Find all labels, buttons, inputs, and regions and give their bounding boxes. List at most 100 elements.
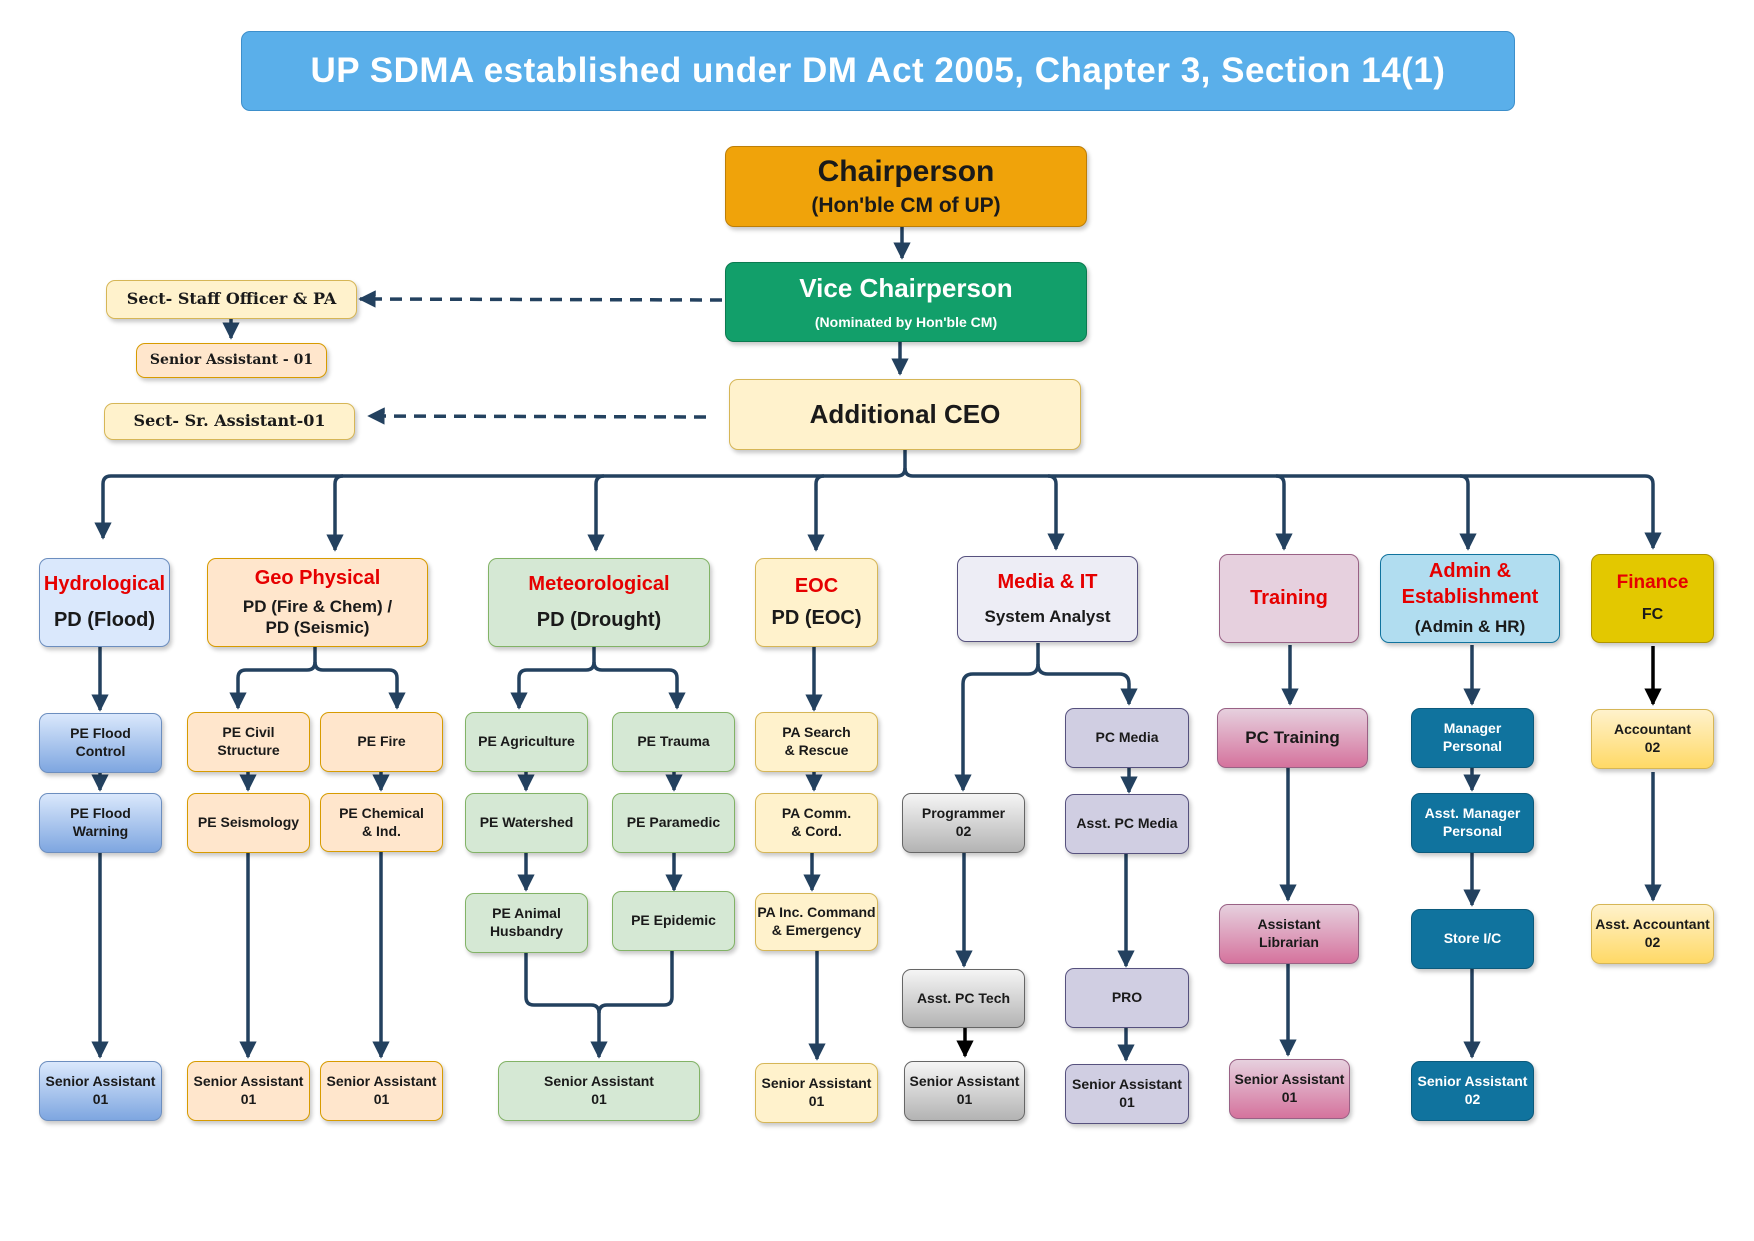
admin-senior-assistant-line-1: Senior Assistant	[1417, 1073, 1528, 1090]
asst-accountant-line-1: Asst. Accountant	[1595, 916, 1710, 933]
asst-manager-personal: Asst. Manager Personal	[1411, 793, 1534, 853]
vice-chairperson-box: Vice Chairperson (Nominated by Hon'ble C…	[725, 262, 1087, 342]
pe-flood-warning: PE Flood Warning	[39, 793, 162, 853]
pa-search-rescue: PA Search & Rescue	[755, 712, 878, 772]
geo-senior-assistant-a-line-1: Senior Assistant	[193, 1073, 304, 1090]
chairperson-box: Chairperson (Hon'ble CM of UP)	[725, 146, 1087, 227]
geo-senior-assistant-a-line-2: 01	[240, 1091, 257, 1107]
chairperson-subtitle: (Hon'ble CM of UP)	[811, 194, 1001, 218]
dept-admin-head: (Admin & HR)	[1414, 617, 1526, 637]
pe-agriculture-label: PE Agriculture	[478, 733, 575, 750]
geo-senior-assistant-a: Senior Assistant 01	[187, 1061, 310, 1121]
met-senior-assistant-line-1: Senior Assistant	[544, 1073, 654, 1090]
accountant-line-1: Accountant	[1614, 721, 1691, 738]
dept-training-name: Training	[1250, 586, 1328, 609]
dept-finance: Finance FC	[1591, 554, 1714, 643]
training-senior-assistant: Senior Assistant 01	[1229, 1059, 1350, 1119]
pe-flood-warning-line-2: Warning	[72, 823, 129, 839]
asst-pc-tech: Asst. PC Tech	[902, 969, 1025, 1028]
geo-senior-assistant-b-line-2: 01	[373, 1091, 390, 1107]
training-senior-assistant-line-1: Senior Assistant	[1234, 1071, 1345, 1088]
pe-fire: PE Fire	[320, 712, 443, 772]
media-senior-assistant-b: Senior Assistant 01	[1065, 1064, 1189, 1124]
pc-training-label: PC Training	[1245, 728, 1340, 748]
pe-flood-control-line-1: PE Flood	[70, 725, 131, 742]
dept-finance-head: FC	[1641, 606, 1664, 624]
dept-admin-name-2: Establishment	[1401, 585, 1539, 608]
pe-civil-line-2: Structure	[217, 742, 280, 758]
pe-trauma: PE Trauma	[612, 712, 735, 772]
pa-comm-line-2: & Cord.	[791, 823, 842, 839]
store-ic-label: Store I/C	[1443, 930, 1502, 947]
pa-comm-line-1: PA Comm.	[781, 805, 852, 822]
store-ic: Store I/C	[1411, 909, 1534, 969]
pe-chemical-line-2: & Ind.	[362, 822, 401, 839]
senior-assistant-staff-box: Senior Assistant - 01	[136, 343, 327, 378]
geo-senior-assistant-b-line-1: Senior Assistant	[326, 1073, 437, 1090]
eoc-senior-assistant-line-1: Senior Assistant	[761, 1075, 872, 1092]
dept-training: Training	[1219, 554, 1359, 643]
pe-flood-control: PE Flood Control	[39, 713, 162, 773]
asst-manager-personal-line-1: Asst. Manager	[1424, 805, 1521, 822]
dept-geo-physical-name: Geo Physical	[254, 566, 381, 589]
dept-finance-name: Finance	[1616, 572, 1689, 594]
pa-inc-command: PA Inc. Command & Emergency	[755, 893, 878, 951]
pe-epidemic: PE Epidemic	[612, 891, 735, 951]
pe-animal-line-2: Husbandry	[489, 923, 564, 939]
asst-pc-media: Asst. PC Media	[1065, 794, 1189, 854]
dept-hydrological-head: PD (Flood)	[53, 608, 156, 631]
pe-animal-line-1: PE Animal	[492, 905, 561, 922]
additional-ceo-box: Additional CEO	[729, 379, 1081, 450]
pe-seismology-label: PE Seismology	[197, 814, 300, 831]
pe-chemical-line-1: PE Chemical	[339, 804, 424, 821]
eoc-senior-assistant-line-2: 01	[808, 1093, 825, 1109]
pa-comm-cord: PA Comm. & Cord.	[755, 793, 878, 853]
pe-trauma-label: PE Trauma	[637, 733, 710, 750]
page-title: UP SDMA established under DM Act 2005, C…	[241, 31, 1515, 111]
hydro-senior-assistant-line-2: 01	[92, 1091, 109, 1107]
dept-media-it-name: Media & IT	[997, 571, 1098, 594]
sect-staff-officer-box: Sect- Staff Officer & PA	[106, 280, 357, 319]
dept-media-it-head: System Analyst	[984, 606, 1111, 626]
pc-training: PC Training	[1217, 708, 1368, 768]
chairperson-title: Chairperson	[817, 154, 995, 188]
dept-eoc: EOC PD (EOC)	[755, 558, 878, 647]
vice-chairperson-subtitle: (Nominated by Hon'ble CM)	[814, 313, 998, 330]
sect-staff-officer-label: Sect- Staff Officer & PA	[126, 289, 337, 309]
pe-flood-control-line-2: Control	[75, 743, 126, 759]
media-senior-assistant-b-line-2: 01	[1119, 1094, 1135, 1110]
pa-inc-line-1: PA Inc. Command	[757, 904, 876, 921]
asst-accountant-line-2: 02	[1644, 934, 1661, 950]
pe-civil-structure: PE Civil Structure	[187, 712, 310, 772]
asst-manager-personal-line-2: Personal	[1442, 823, 1503, 839]
additional-ceo-title: Additional CEO	[809, 398, 1001, 429]
pe-civil-line-1: PE Civil	[222, 724, 275, 741]
pe-watershed-label: PE Watershed	[479, 814, 574, 831]
met-senior-assistant-line-2: 01	[591, 1091, 607, 1107]
manager-personal: Manager Personal	[1411, 708, 1534, 768]
asst-pc-media-label: Asst. PC Media	[1076, 815, 1178, 832]
dept-hydrological-name: Hydrological	[43, 572, 166, 595]
dept-geo-physical-head-2: PD (Seismic)	[265, 618, 370, 638]
media-senior-assistant-b-line-1: Senior Assistant	[1072, 1076, 1182, 1093]
assistant-librarian-line-2: Librarian	[1259, 934, 1319, 950]
dept-media-it: Media & IT System Analyst	[957, 556, 1138, 642]
programmer-line-2: 02	[955, 823, 972, 839]
dept-meteorological-head: PD (Drought)	[536, 608, 662, 631]
pa-search-line-1: PA Search	[782, 724, 851, 741]
pe-paramedic-label: PE Paramedic	[626, 814, 721, 831]
pro: PRO	[1065, 968, 1189, 1028]
asst-accountant: Asst. Accountant 02	[1591, 904, 1714, 964]
pe-animal-husbandry: PE Animal Husbandry	[465, 893, 588, 953]
dept-admin-name-1: Admin &	[1428, 560, 1512, 583]
pe-chemical-ind: PE Chemical & Ind.	[320, 793, 443, 852]
pa-inc-line-2: & Emergency	[771, 922, 862, 938]
sect-sr-assistant-box: Sect- Sr. Assistant-01	[104, 403, 355, 440]
dept-geo-physical-head-1: PD (Fire & Chem) /	[242, 596, 393, 616]
assistant-librarian-line-1: Assistant	[1257, 916, 1321, 933]
media-senior-assistant-a: Senior Assistant 01	[904, 1061, 1025, 1121]
media-senior-assistant-a-line-1: Senior Assistant	[909, 1073, 1020, 1090]
pro-label: PRO	[1111, 989, 1143, 1006]
pe-flood-warning-line-1: PE Flood	[70, 805, 131, 822]
